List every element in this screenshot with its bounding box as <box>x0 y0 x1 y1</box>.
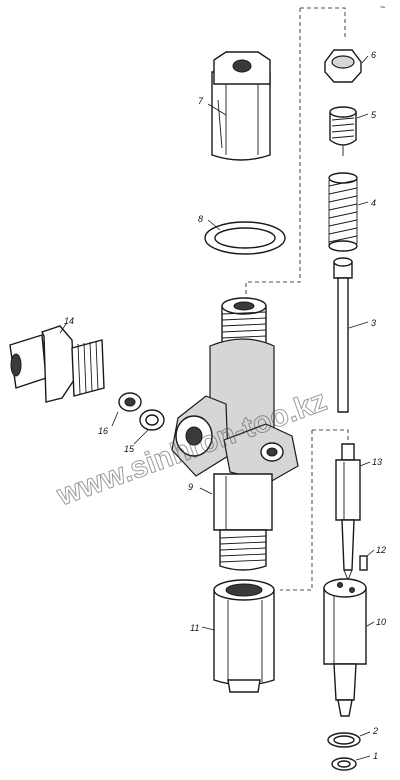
part-4-spring <box>328 172 369 252</box>
part-label-10: 10 <box>376 617 386 627</box>
part-label-14: 14 <box>64 316 74 326</box>
part-14-union-fitting <box>9 323 105 403</box>
part-16-washer <box>111 392 142 427</box>
part-13-needle-valve <box>335 443 371 582</box>
part-1-seal-ring <box>331 755 371 771</box>
part-label-2: 2 <box>372 726 378 736</box>
part-12-pin <box>359 549 375 571</box>
part-7-cap-nut <box>207 51 271 161</box>
part-label-16: 16 <box>98 426 108 436</box>
part-label-12: 12 <box>376 545 386 555</box>
part-3-push-rod <box>333 257 369 413</box>
part-8-washer <box>204 219 286 255</box>
part-label-7: 7 <box>198 96 204 106</box>
corner-mark: ~ <box>380 2 385 12</box>
part-label-4: 4 <box>371 198 376 208</box>
part-15-seal-ring <box>133 409 165 445</box>
part-label-5: 5 <box>371 110 377 120</box>
part-number-labels: 1 2 3 4 5 6 7 8 9 10 11 12 13 14 15 16 <box>64 50 386 761</box>
part-2-washer <box>327 731 371 748</box>
part-label-8: 8 <box>198 214 203 224</box>
part-5-adjusting-screw <box>329 106 369 156</box>
part-label-11: 11 <box>190 623 199 633</box>
part-6-hex-nut <box>324 49 369 83</box>
part-11-nozzle-nut <box>201 579 275 693</box>
part-9-nozzle-holder-body <box>171 297 299 571</box>
part-label-13: 13 <box>372 457 382 467</box>
part-10-nozzle-body <box>323 578 375 717</box>
assembly-lines <box>245 7 349 591</box>
part-label-9: 9 <box>188 482 193 492</box>
part-label-15: 15 <box>124 444 135 454</box>
part-label-1: 1 <box>373 751 378 761</box>
part-label-3: 3 <box>371 318 376 328</box>
part-label-6: 6 <box>371 50 376 60</box>
